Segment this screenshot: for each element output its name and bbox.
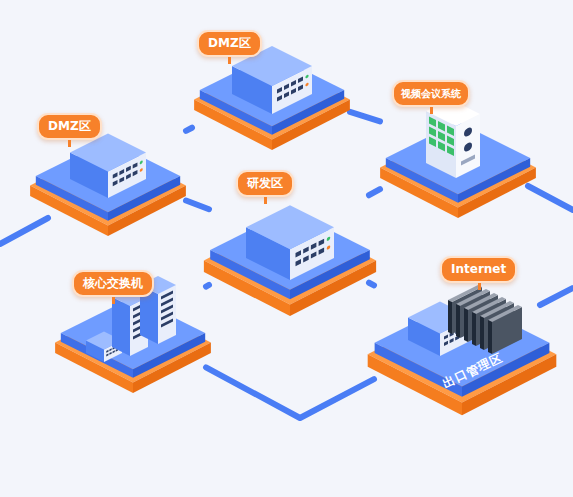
network-link [186,128,192,131]
network-link [206,367,374,418]
zone-caption: 出口管理区 [440,350,506,393]
zone-label: 核心交换机 [72,270,154,297]
network-link-stub [528,186,573,210]
gateway-card [488,305,522,354]
network-zone: DMZ区 [192,28,350,146]
network-link [186,201,209,210]
network-link-stub [540,288,573,305]
zone-label: 视频会议系统 [392,80,470,107]
server-box [70,133,146,198]
video-terminal [426,99,480,178]
zone-label: Internet [440,256,517,283]
server-box [246,205,334,280]
network-zone: 核心交换机 [60,266,206,390]
zone-label: DMZ区 [197,30,262,57]
network-zone: Internet 出口管理区 [374,253,550,413]
network-zone: DMZ区 [30,110,186,232]
network-link-stub [0,218,48,244]
network-link [350,112,380,121]
network-zone: 视频会议系统 [380,78,536,214]
zone-label: DMZ区 [37,113,102,140]
network-link [369,189,380,195]
zone-label: 研发区 [236,170,294,197]
network-zone: 研发区 [209,166,369,313]
network-link [206,285,209,287]
network-link [369,283,374,286]
